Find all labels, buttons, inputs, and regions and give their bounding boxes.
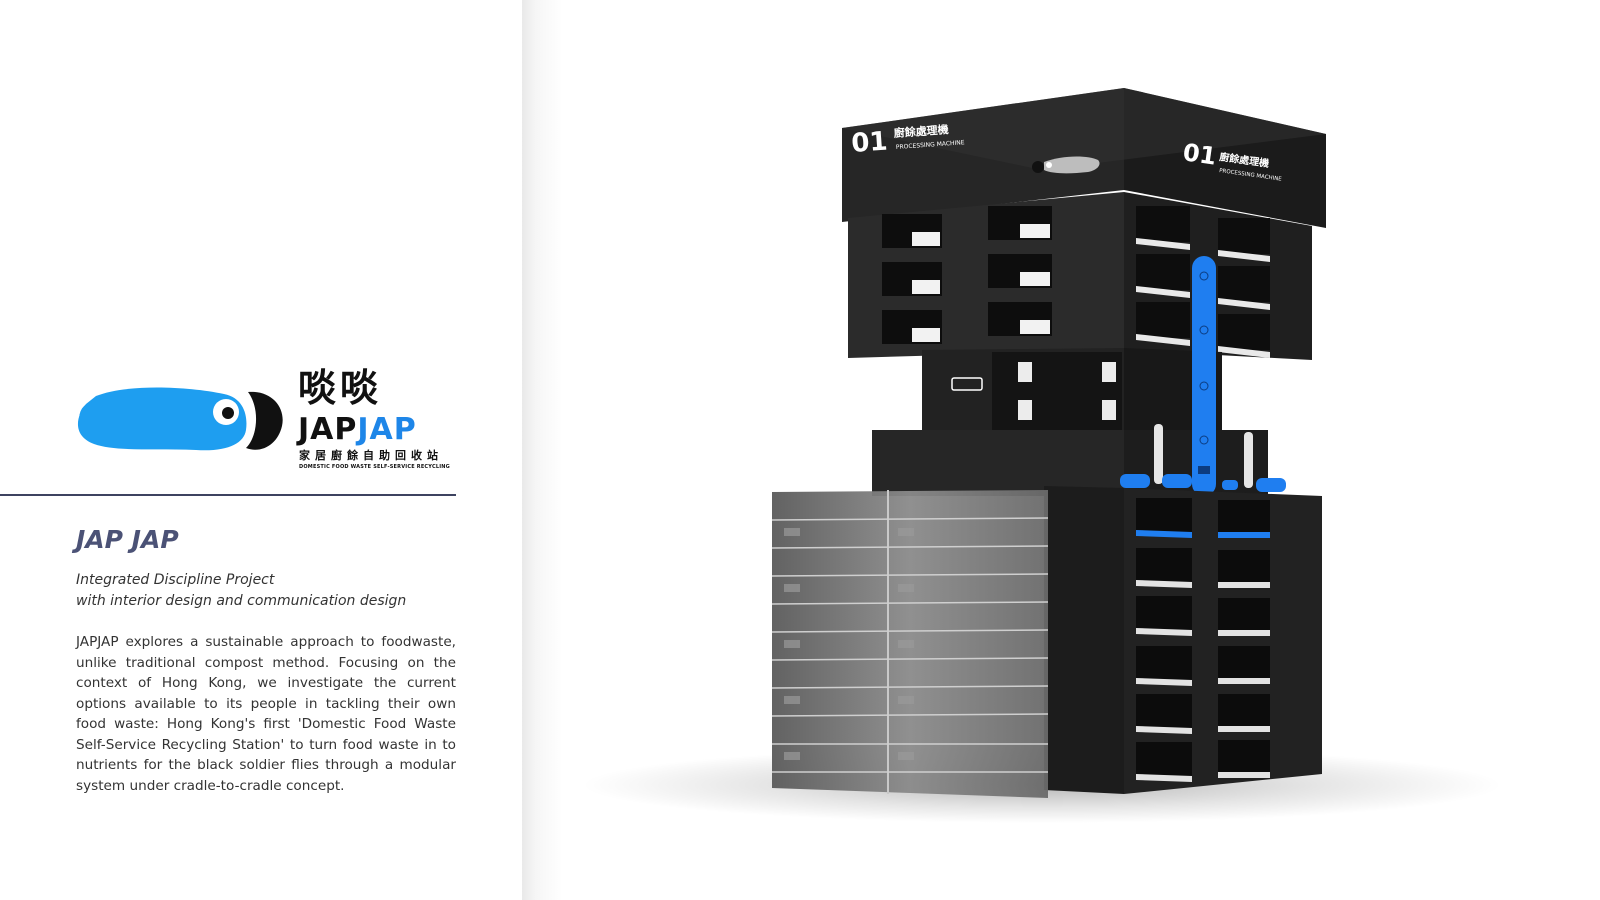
logo-chinese-subtitle: 家居廚餘自助回收站 (299, 449, 443, 462)
processing-machine-render: 01 廚餘處理機 PROCESSING MACHINE 01 廚餘處理機 PRO… (582, 88, 1502, 823)
project-description: JAPJAP explores a sustainable approach t… (76, 634, 456, 794)
upper-right-slots (1136, 206, 1270, 350)
control-panel-blue (1192, 256, 1216, 496)
project-subtitle: Integrated Discipline Project with interi… (76, 570, 456, 612)
tray-icon (951, 377, 983, 391)
top-label-en-left: PROCESSING MACHINE (896, 139, 965, 151)
transparent-crate-stack (771, 490, 1049, 798)
subtitle-line-2: with interior design and communication d… (76, 593, 407, 609)
project-title: JAP JAP (76, 525, 179, 554)
japjap-logo: 啖啖 JAPJAP 家居廚餘自助回收站 DOMESTIC FOOD WASTE … (76, 366, 456, 476)
lower-platform-left (872, 430, 1124, 496)
info-panel: 啖啖 JAPJAP 家居廚餘自助回收站 DOMESTIC FOOD WASTE … (0, 0, 522, 900)
top-box-mascot-icon (1032, 156, 1100, 174)
top-label-cn-left: 廚餘處理機 (893, 122, 949, 140)
section-divider (0, 494, 456, 496)
logo-english-name: JAPJAP (298, 414, 417, 446)
top-label-number-left: 01 (850, 127, 888, 159)
lower-right-slots (1136, 498, 1270, 778)
mascot-icon (77, 387, 283, 451)
logo-jap-black: JAP (298, 412, 358, 447)
subtitle-line-1: Integrated Discipline Project (76, 572, 275, 588)
logo-jap-blue: JAP (357, 412, 417, 447)
top-label-number-right: 01 (1181, 138, 1218, 170)
product-render-panel: 01 廚餘處理機 PROCESSING MACHINE 01 廚餘處理機 PRO… (522, 0, 1600, 900)
logo-chinese-name: 啖啖 (298, 366, 383, 410)
lower-right-side (1044, 486, 1124, 794)
logo-english-subtitle: DOMESTIC FOOD WASTE SELF-SERVICE RECYCLI… (299, 464, 450, 470)
pipes (1120, 424, 1286, 492)
